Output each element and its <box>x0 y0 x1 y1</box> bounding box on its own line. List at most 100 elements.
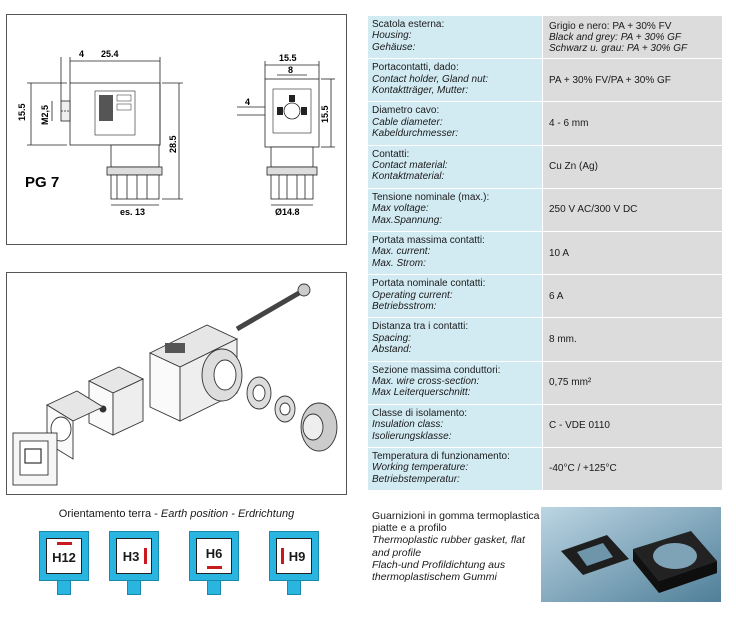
dim-14-8: Ø14.8 <box>275 207 300 217</box>
spec-value-line: Black and grey: PA + 30% GF <box>549 31 682 43</box>
spec-label-it: Tensione nominale (max.): <box>372 191 490 203</box>
spec-label-de: Kontaktträger, Mutter: <box>372 85 469 96</box>
spec-value: C - VDE 0110 <box>543 404 722 447</box>
spec-label-it: Classe di isolamento: <box>372 407 468 419</box>
dim-es13: es. 13 <box>120 207 145 217</box>
spec-label-de: Betriebstemperatur: <box>372 473 460 485</box>
spec-label-en: Max. wire cross-section: <box>372 375 480 387</box>
spec-label-en: Operating current: <box>372 289 453 301</box>
spec-value-line: 8 mm. <box>549 333 577 345</box>
earth-title-it: Orientamento terra - <box>58 508 161 520</box>
dim-15-5-top: 15.5 <box>279 53 297 63</box>
spec-label-it: Temperatura di funzionamento: <box>372 450 510 462</box>
dim-4-right: 4 <box>245 97 250 107</box>
spec-label-it: Portacontatti, dado: <box>372 62 459 74</box>
gasket-description: Guarnizioni in gomma termoplastica piatt… <box>372 510 542 583</box>
earth-position-face: H6 <box>196 538 232 574</box>
spec-label-it: Distanza tra i contatti: <box>372 321 469 333</box>
spec-label-it: Portata nominale contatti: <box>372 278 486 290</box>
spec-value: 10 A <box>543 231 722 275</box>
earth-title-de: Erdrichtung <box>237 508 295 520</box>
dim-15-5-left: 15.5 <box>17 103 27 121</box>
spec-value: 4 - 6 mm <box>543 102 722 145</box>
gasket-text-de: Flach-und Profildichtung aus thermoplast… <box>372 558 506 584</box>
earth-mark-icon <box>281 548 284 564</box>
spec-label: Diametro cavo:Cable diameter:Kabeldurchm… <box>368 102 543 145</box>
spec-row: Portata massima contatti:Max. current:Ma… <box>368 231 722 276</box>
earth-position-stem <box>57 581 71 595</box>
earth-title-sep: - <box>228 508 238 520</box>
spec-label-en: Working temperature: <box>372 462 469 474</box>
spec-row: Temperatura di funzionamento:Working tem… <box>368 447 722 492</box>
spec-row: Distanza tra i contatti:Spacing:Abstand:… <box>368 318 722 362</box>
spec-label-de: Max. Strom: <box>372 257 426 269</box>
earth-position-label: H3 <box>122 549 140 564</box>
spec-label-en: Spacing: <box>372 332 411 344</box>
spec-row: Sezione massima conduttori:Max. wire cro… <box>368 361 722 405</box>
spec-value-line: PA + 30% FV/PA + 30% GF <box>549 74 671 86</box>
spec-label-it: Sezione massima conduttori: <box>372 364 501 376</box>
spec-value: 8 mm. <box>543 318 722 361</box>
earth-position-face: H12 <box>46 538 82 574</box>
spec-label-de: Isolierungsklasse: <box>372 430 452 442</box>
dim-m2-5: M2,5 <box>40 105 50 125</box>
spec-row: Classe di isolamento:Insulation class:Is… <box>368 404 722 448</box>
earth-position-stem <box>207 581 221 595</box>
earth-position-section: Orientamento terra - Earth position - Er… <box>6 505 347 620</box>
earth-mark-icon <box>207 566 222 569</box>
earth-position-title: Orientamento terra - Earth position - Er… <box>6 508 347 520</box>
gasket-photo <box>541 507 721 602</box>
spec-label-en: Insulation class: <box>372 419 444 431</box>
earth-position-h9: H9 <box>269 531 319 597</box>
earth-position-label: H12 <box>52 550 76 565</box>
earth-position-icon: H12 <box>39 531 89 581</box>
earth-position-stem <box>127 581 141 595</box>
specification-table: Scatola esterna:Housing:Gehäuse:Grigio e… <box>368 16 722 492</box>
spec-label: Scatola esterna:Housing:Gehäuse: <box>368 16 543 59</box>
spec-label-de: Gehäuse: <box>372 41 416 53</box>
spec-row: Diametro cavo:Cable diameter:Kabeldurchm… <box>368 102 722 146</box>
exploded-view-panel <box>6 272 347 495</box>
spec-label: Tensione nominale (max.):Max voltage:Max… <box>368 188 543 231</box>
spec-value-line: Schwarz u. grau: PA + 30% GF <box>549 42 688 54</box>
dim-15-5-right: 15.5 <box>320 105 330 123</box>
spec-value: 6 A <box>543 275 722 318</box>
spec-label: Classe di isolamento:Insulation class:Is… <box>368 404 543 447</box>
earth-position-label: H9 <box>288 549 306 564</box>
spec-label-en: Contact material: <box>372 159 448 171</box>
spec-value-line: Cu Zn (Ag) <box>549 161 598 173</box>
spec-label: Temperatura di funzionamento:Working tem… <box>368 447 543 491</box>
spec-value-line: 10 A <box>549 247 570 259</box>
spec-label-de: Betriebsstrom: <box>372 300 437 312</box>
dim-25-4: 25.4 <box>101 49 119 59</box>
earth-position-icon: H3 <box>109 531 159 581</box>
spec-value: -40°C / +125°C <box>543 447 722 491</box>
spec-row: Scatola esterna:Housing:Gehäuse:Grigio e… <box>368 16 722 60</box>
earth-position-h12: H12 <box>39 531 89 597</box>
earth-position-h3: H3 <box>109 531 159 597</box>
earth-position-stem <box>287 581 301 595</box>
spec-row: Contatti:Contact material:Kontaktmateria… <box>368 145 722 189</box>
dim-4: 4 <box>79 49 84 59</box>
spec-label-it: Scatola esterna: <box>372 19 445 30</box>
gasket-text-en: Thermoplastic rubber gasket, flat and pr… <box>372 534 525 559</box>
spec-label: Distanza tra i contatti:Spacing:Abstand: <box>368 318 543 361</box>
earth-position-icon: H9 <box>269 531 319 581</box>
dim-8: 8 <box>288 65 293 75</box>
spec-value: 250 V AC/300 V DC <box>543 188 722 231</box>
spec-label-it: Contatti: <box>372 148 410 160</box>
spec-value-line: 0,75 mm² <box>549 377 592 389</box>
spec-row: Portata nominale contatti:Operating curr… <box>368 275 722 319</box>
earth-title-en: Earth position <box>160 508 229 520</box>
spec-value-line: 250 V AC/300 V DC <box>549 204 638 216</box>
exploded-view-illustration <box>12 283 338 486</box>
earth-position-icon: H6 <box>189 531 239 581</box>
spec-row: Portacontatti, dado:Contact holder, Glan… <box>368 59 722 103</box>
earth-position-label: H6 <box>205 546 223 561</box>
spec-value-line: C - VDE 0110 <box>549 420 610 432</box>
spec-label: Contatti:Contact material:Kontaktmateria… <box>368 145 543 188</box>
spec-label-en: Contact holder, Gland nut: <box>372 73 489 85</box>
earth-position-face: H9 <box>276 538 312 574</box>
spec-label-de: Max.Spannung: <box>372 214 443 226</box>
